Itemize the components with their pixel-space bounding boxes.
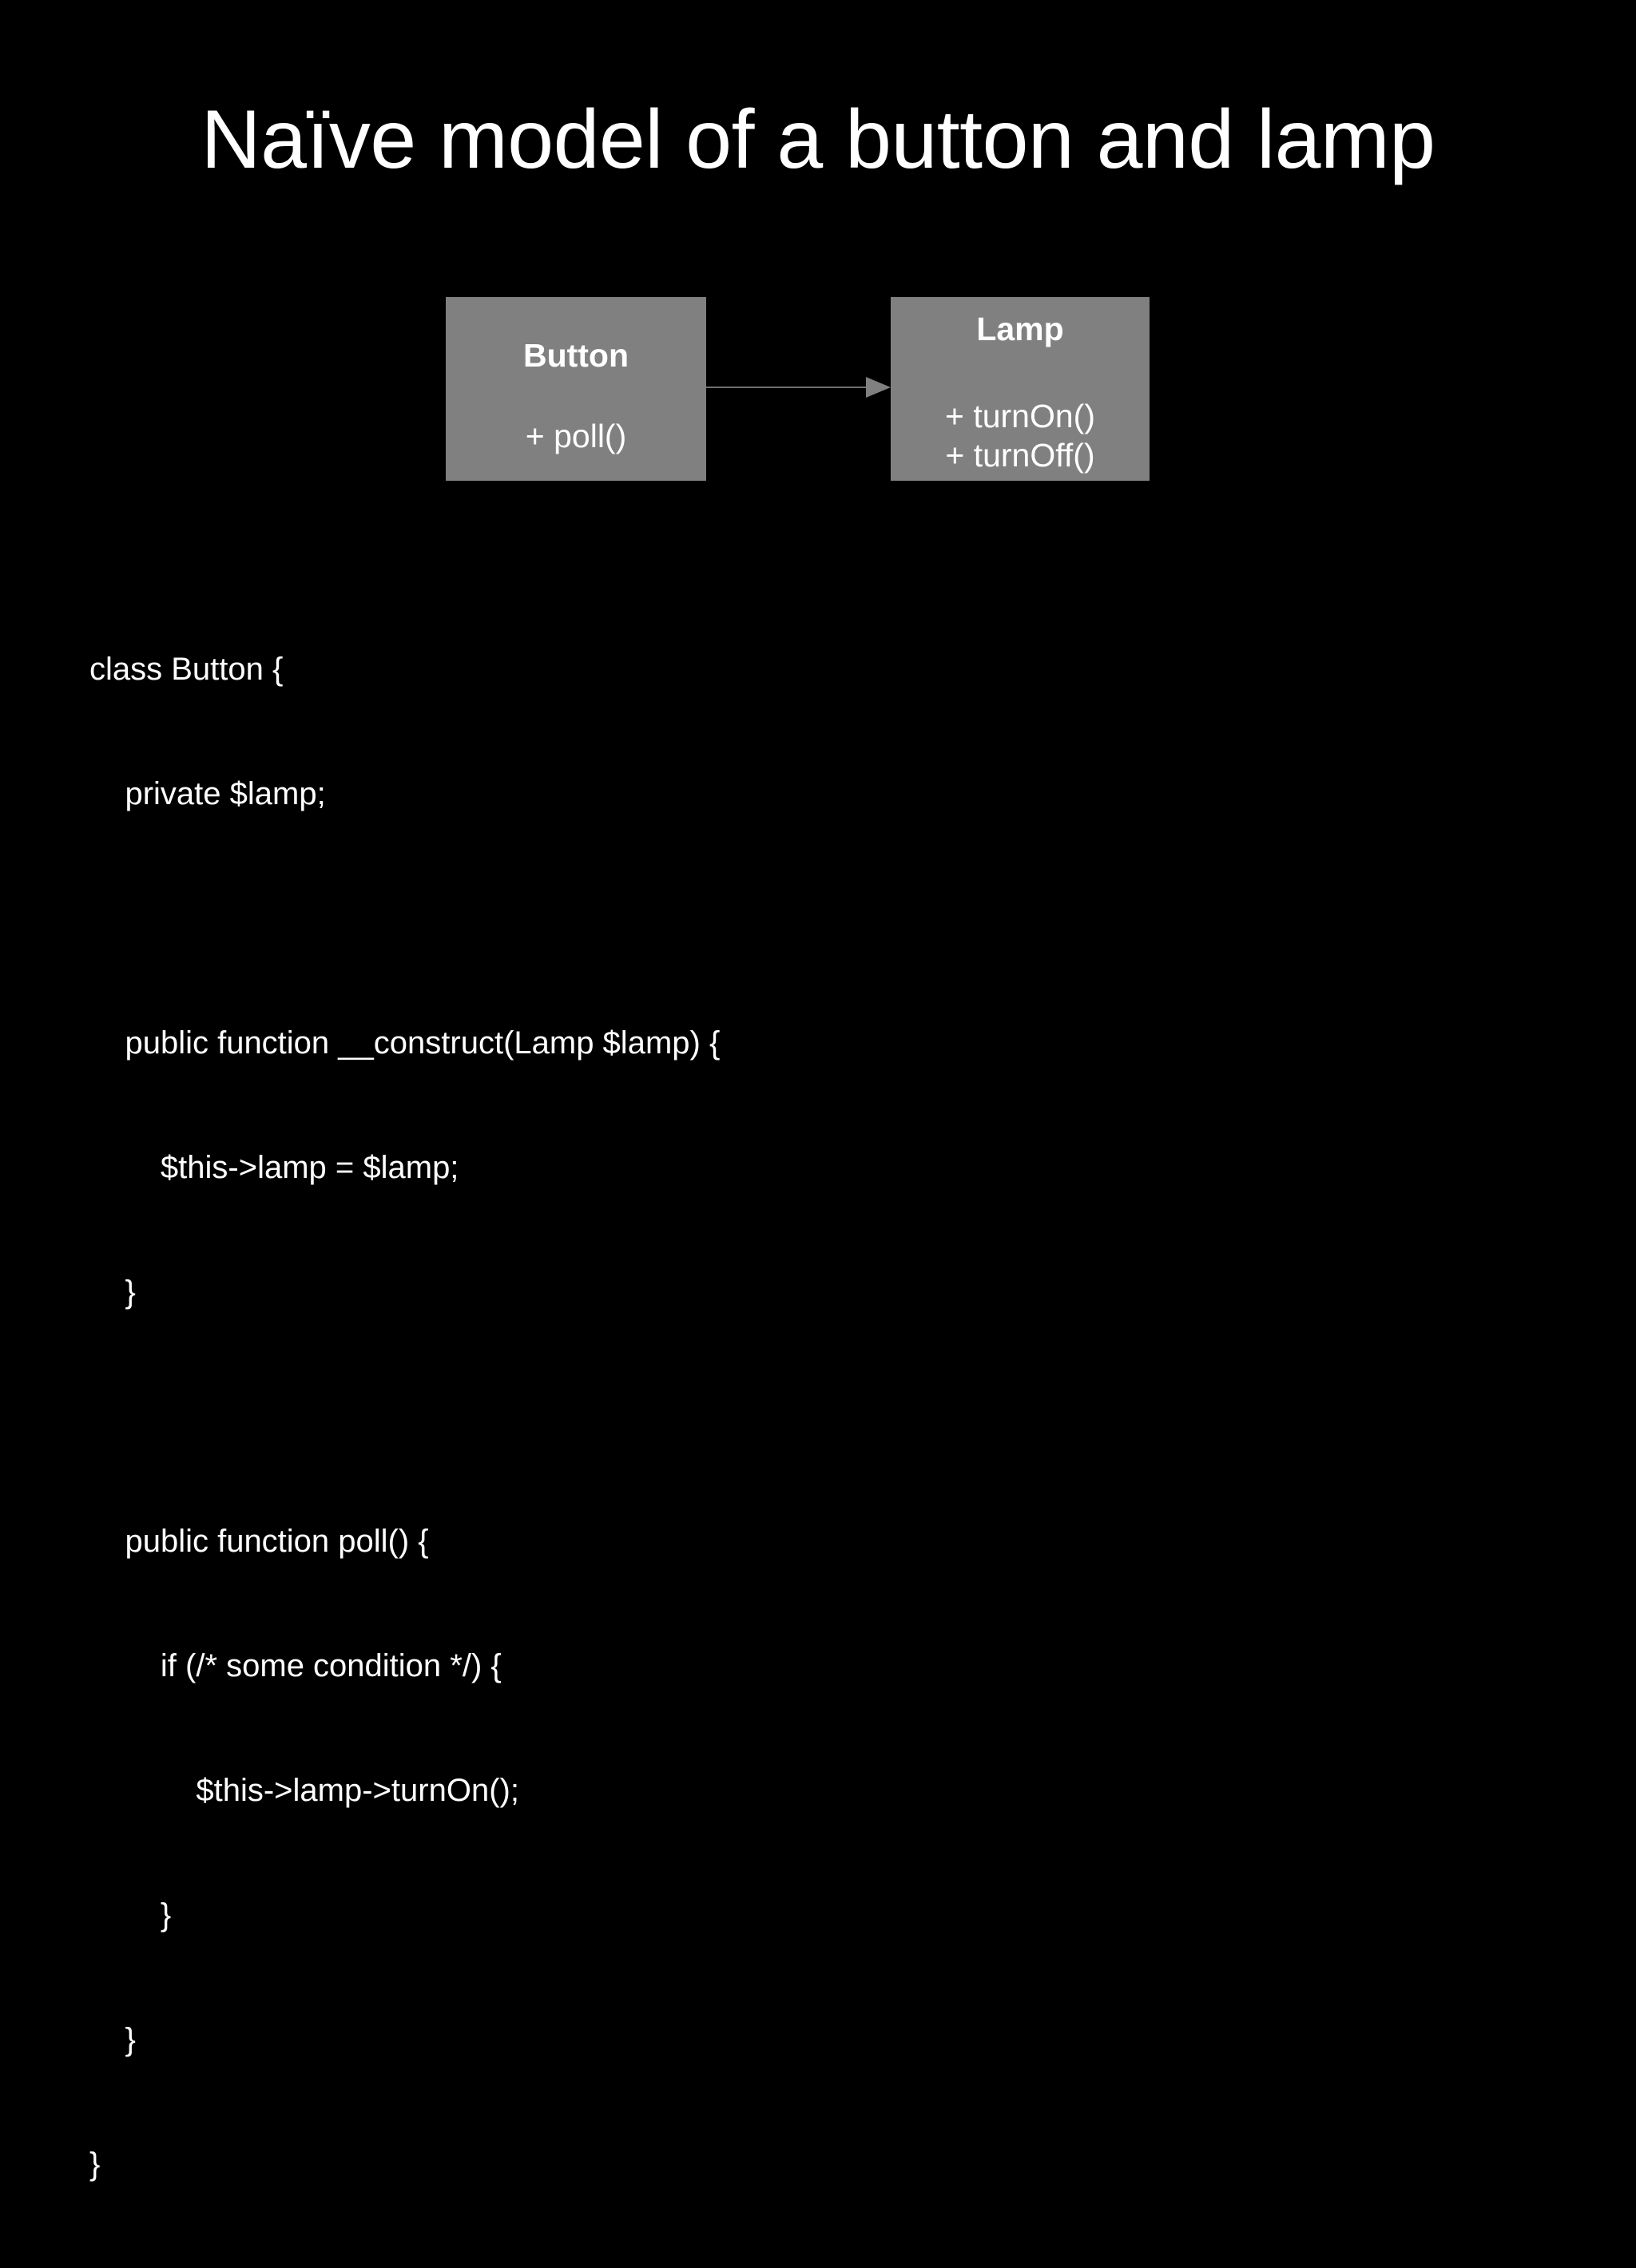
association-arrow-line [706, 387, 868, 388]
code-line: $this->lamp = $lamp; [89, 1150, 459, 1185]
code-line: } [89, 2147, 101, 2182]
uml-class-box-lamp: Lamp + turnOn() + turnOff() [891, 297, 1150, 481]
association-arrow-head-icon [866, 377, 891, 398]
code-line: $this->lamp->turnOn(); [89, 1773, 519, 1808]
code-line: private $lamp; [89, 776, 326, 811]
code-line: } [89, 1897, 172, 1933]
code-line [89, 1396, 720, 1437]
code-line: class Button { [89, 652, 284, 687]
code-line: if (/* some condition */) { [89, 1648, 502, 1683]
code-line: } [89, 1275, 136, 1310]
code-line: } [89, 2022, 136, 2057]
uml-class-methods-lamp: + turnOn() + turnOff() [891, 397, 1150, 475]
presentation-slide: Naïve model of a button and lamp Button … [89, 93, 1435, 2182]
page-title: Naïve model of a button and lamp [201, 93, 1435, 186]
uml-method-turn-off: + turnOff() [945, 437, 1095, 474]
uml-class-name-lamp: Lamp [976, 311, 1064, 347]
code-line: public function __construct(Lamp $lamp) … [89, 1025, 721, 1061]
code-listing: class Button { private $lamp; public fun… [89, 565, 720, 2268]
uml-class-methods-button: + poll() [525, 418, 627, 454]
uml-class-box-button: Button + poll() [446, 297, 706, 481]
code-line: public function poll() { [89, 1524, 429, 1559]
uml-method-turn-on: + turnOn() [945, 398, 1095, 434]
uml-class-name-button: Button [522, 337, 629, 374]
code-line [89, 898, 720, 939]
